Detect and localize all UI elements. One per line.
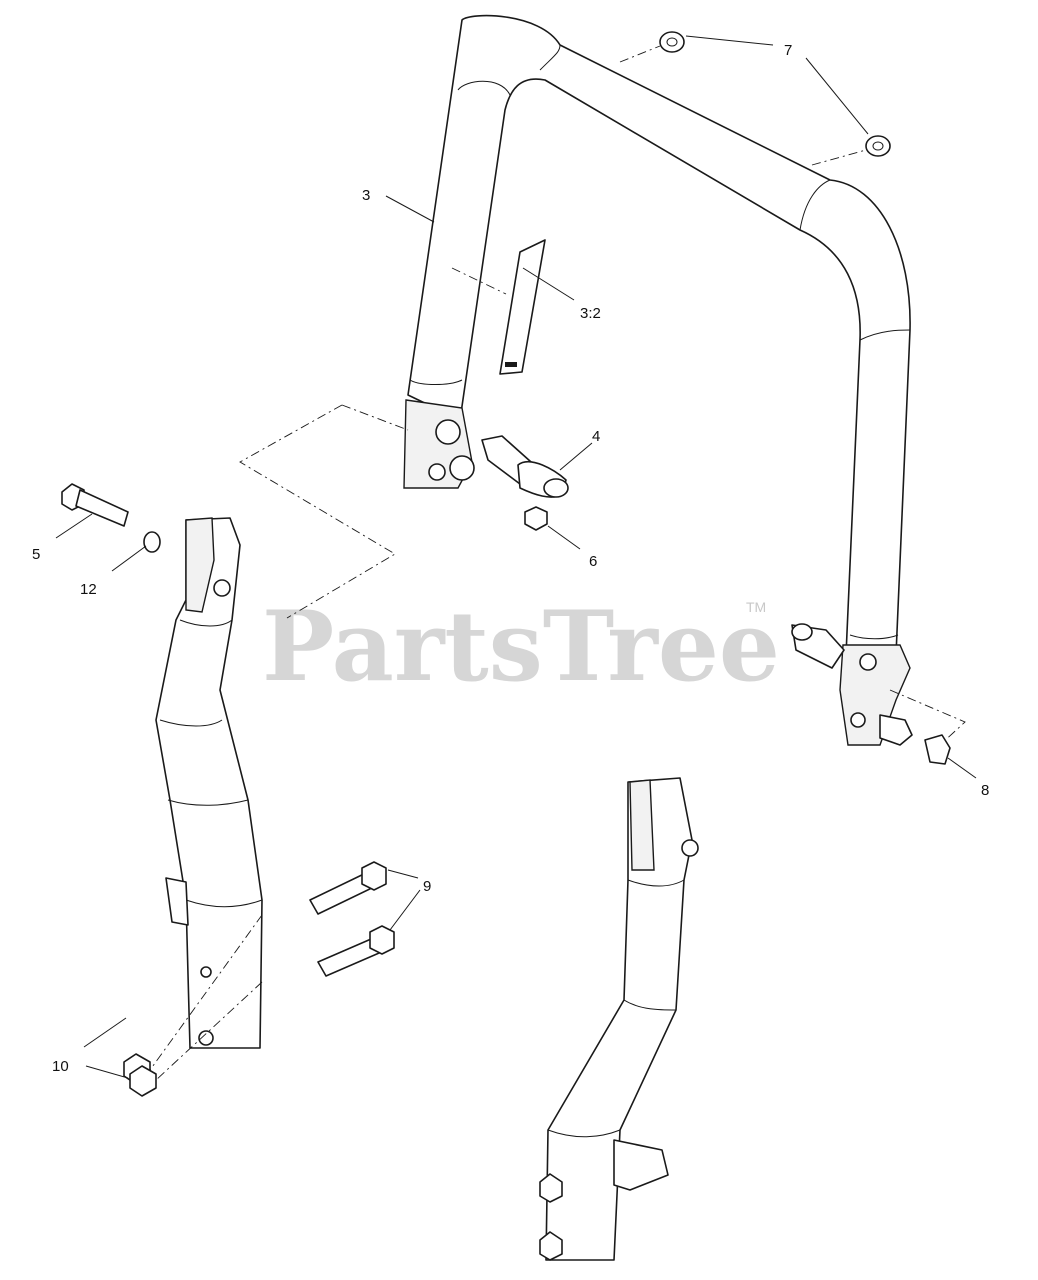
leader-12 [111, 545, 147, 572]
nut-6 [524, 506, 548, 531]
callout-5: 5 [32, 546, 40, 563]
leader-7-right [805, 57, 869, 135]
leader-8 [947, 757, 977, 779]
leader-9-upper [387, 869, 419, 879]
right-lower-rops-tube [539, 777, 699, 1261]
leader-9-lower [389, 889, 421, 931]
washer-12 [143, 531, 161, 553]
bushing-7-top [659, 31, 685, 53]
clip-8 [924, 734, 951, 765]
bolt-9-lower [317, 925, 395, 977]
right-hoop-bracket [791, 623, 913, 746]
bolt-9-upper [309, 861, 387, 915]
callout-7: 7 [784, 42, 792, 59]
alignment-bolt-nut-lower [155, 981, 263, 1081]
trademark-mark: TM [746, 599, 766, 615]
upper-rops-hoop [407, 14, 911, 656]
callout-8: 8 [981, 782, 989, 799]
decal-3-2 [499, 239, 546, 375]
callout-12: 12 [80, 581, 97, 598]
callout-6: 6 [589, 553, 597, 570]
leader-4 [559, 442, 593, 471]
leader-5 [55, 513, 93, 539]
left-lower-rops-tube [155, 517, 263, 1049]
alignment-bolt-nut-upper [149, 914, 263, 1071]
callout-3-2: 3:2 [580, 305, 601, 322]
nut-10-lower [129, 1065, 157, 1097]
alignment-bushing-right [811, 149, 867, 166]
callout-10: 10 [52, 1058, 69, 1075]
upper-left-bracket [403, 399, 475, 489]
leader-3 [385, 195, 435, 223]
leader-7-top [685, 35, 774, 46]
callout-9: 9 [423, 878, 431, 895]
partstree-watermark: PartsTree [262, 590, 780, 703]
decal-text-block [505, 362, 517, 367]
bushing-7-right [865, 135, 891, 157]
callout-3: 3 [362, 187, 370, 204]
pin-4 [481, 435, 569, 498]
leader-10-lower [85, 1065, 129, 1079]
alignment-plane-left [239, 404, 396, 619]
alignment-line-left [341, 404, 409, 431]
leader-6 [547, 525, 581, 550]
alignment-right [889, 689, 966, 746]
bolt-5 [61, 483, 129, 527]
leader-10-upper [83, 1017, 127, 1048]
alignment-bushing-top [619, 45, 661, 63]
callout-4: 4 [592, 428, 600, 445]
leader-3-2 [522, 267, 575, 301]
